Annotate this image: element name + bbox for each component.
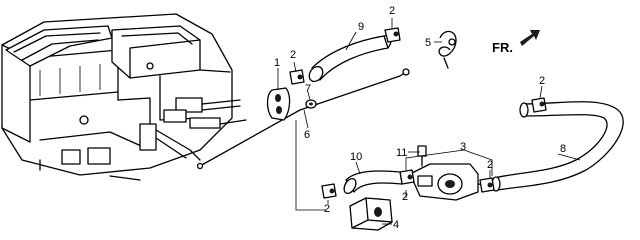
- front-direction-indicator: FR.: [492, 30, 540, 55]
- hose-clamp-top: [384, 27, 401, 43]
- front-label: FR.: [492, 40, 513, 55]
- hose-clamp-right: [531, 97, 547, 113]
- callout-5: 5: [425, 37, 431, 49]
- clip-5: [438, 30, 457, 69]
- hose-clamp-valve-left: [399, 169, 415, 185]
- callout-1: 1: [274, 57, 280, 69]
- callout-2-d: 2: [402, 191, 408, 203]
- hose-clamp-bottom: [321, 183, 337, 199]
- insulator-block-4: [349, 197, 393, 231]
- hose-clamp-left: [289, 69, 305, 85]
- callout-7: 7: [305, 83, 311, 95]
- callout-3: 3: [460, 141, 466, 153]
- hose-8: [491, 101, 624, 192]
- callout-10: 10: [350, 151, 362, 163]
- callout-2-a: 2: [290, 49, 296, 61]
- callout-2-f: 2: [324, 203, 330, 215]
- water-valve-assembly: [397, 163, 493, 201]
- grommet-7: [305, 99, 317, 109]
- hose-clamp-valve-right: [479, 177, 495, 193]
- callout-2-b: 2: [389, 5, 395, 17]
- callout-2-c: 2: [539, 75, 545, 87]
- heater-unit: [1, 13, 247, 181]
- callout-numbers: 1 2 2 2 2 2 2 3 4 5 6 7 8 9 10 11: [274, 5, 566, 231]
- hose-10: [343, 170, 403, 195]
- callout-4: 4: [393, 219, 399, 231]
- leader-lines: [277, 18, 581, 225]
- callout-6: 6: [304, 129, 310, 141]
- cable-bracket: [266, 87, 291, 121]
- callout-2-e: 2: [487, 159, 493, 171]
- callout-9: 9: [358, 21, 364, 33]
- hose-9: [308, 34, 392, 83]
- callout-11: 11: [396, 147, 407, 159]
- control-cable: [196, 68, 410, 170]
- callout-8: 8: [560, 143, 566, 155]
